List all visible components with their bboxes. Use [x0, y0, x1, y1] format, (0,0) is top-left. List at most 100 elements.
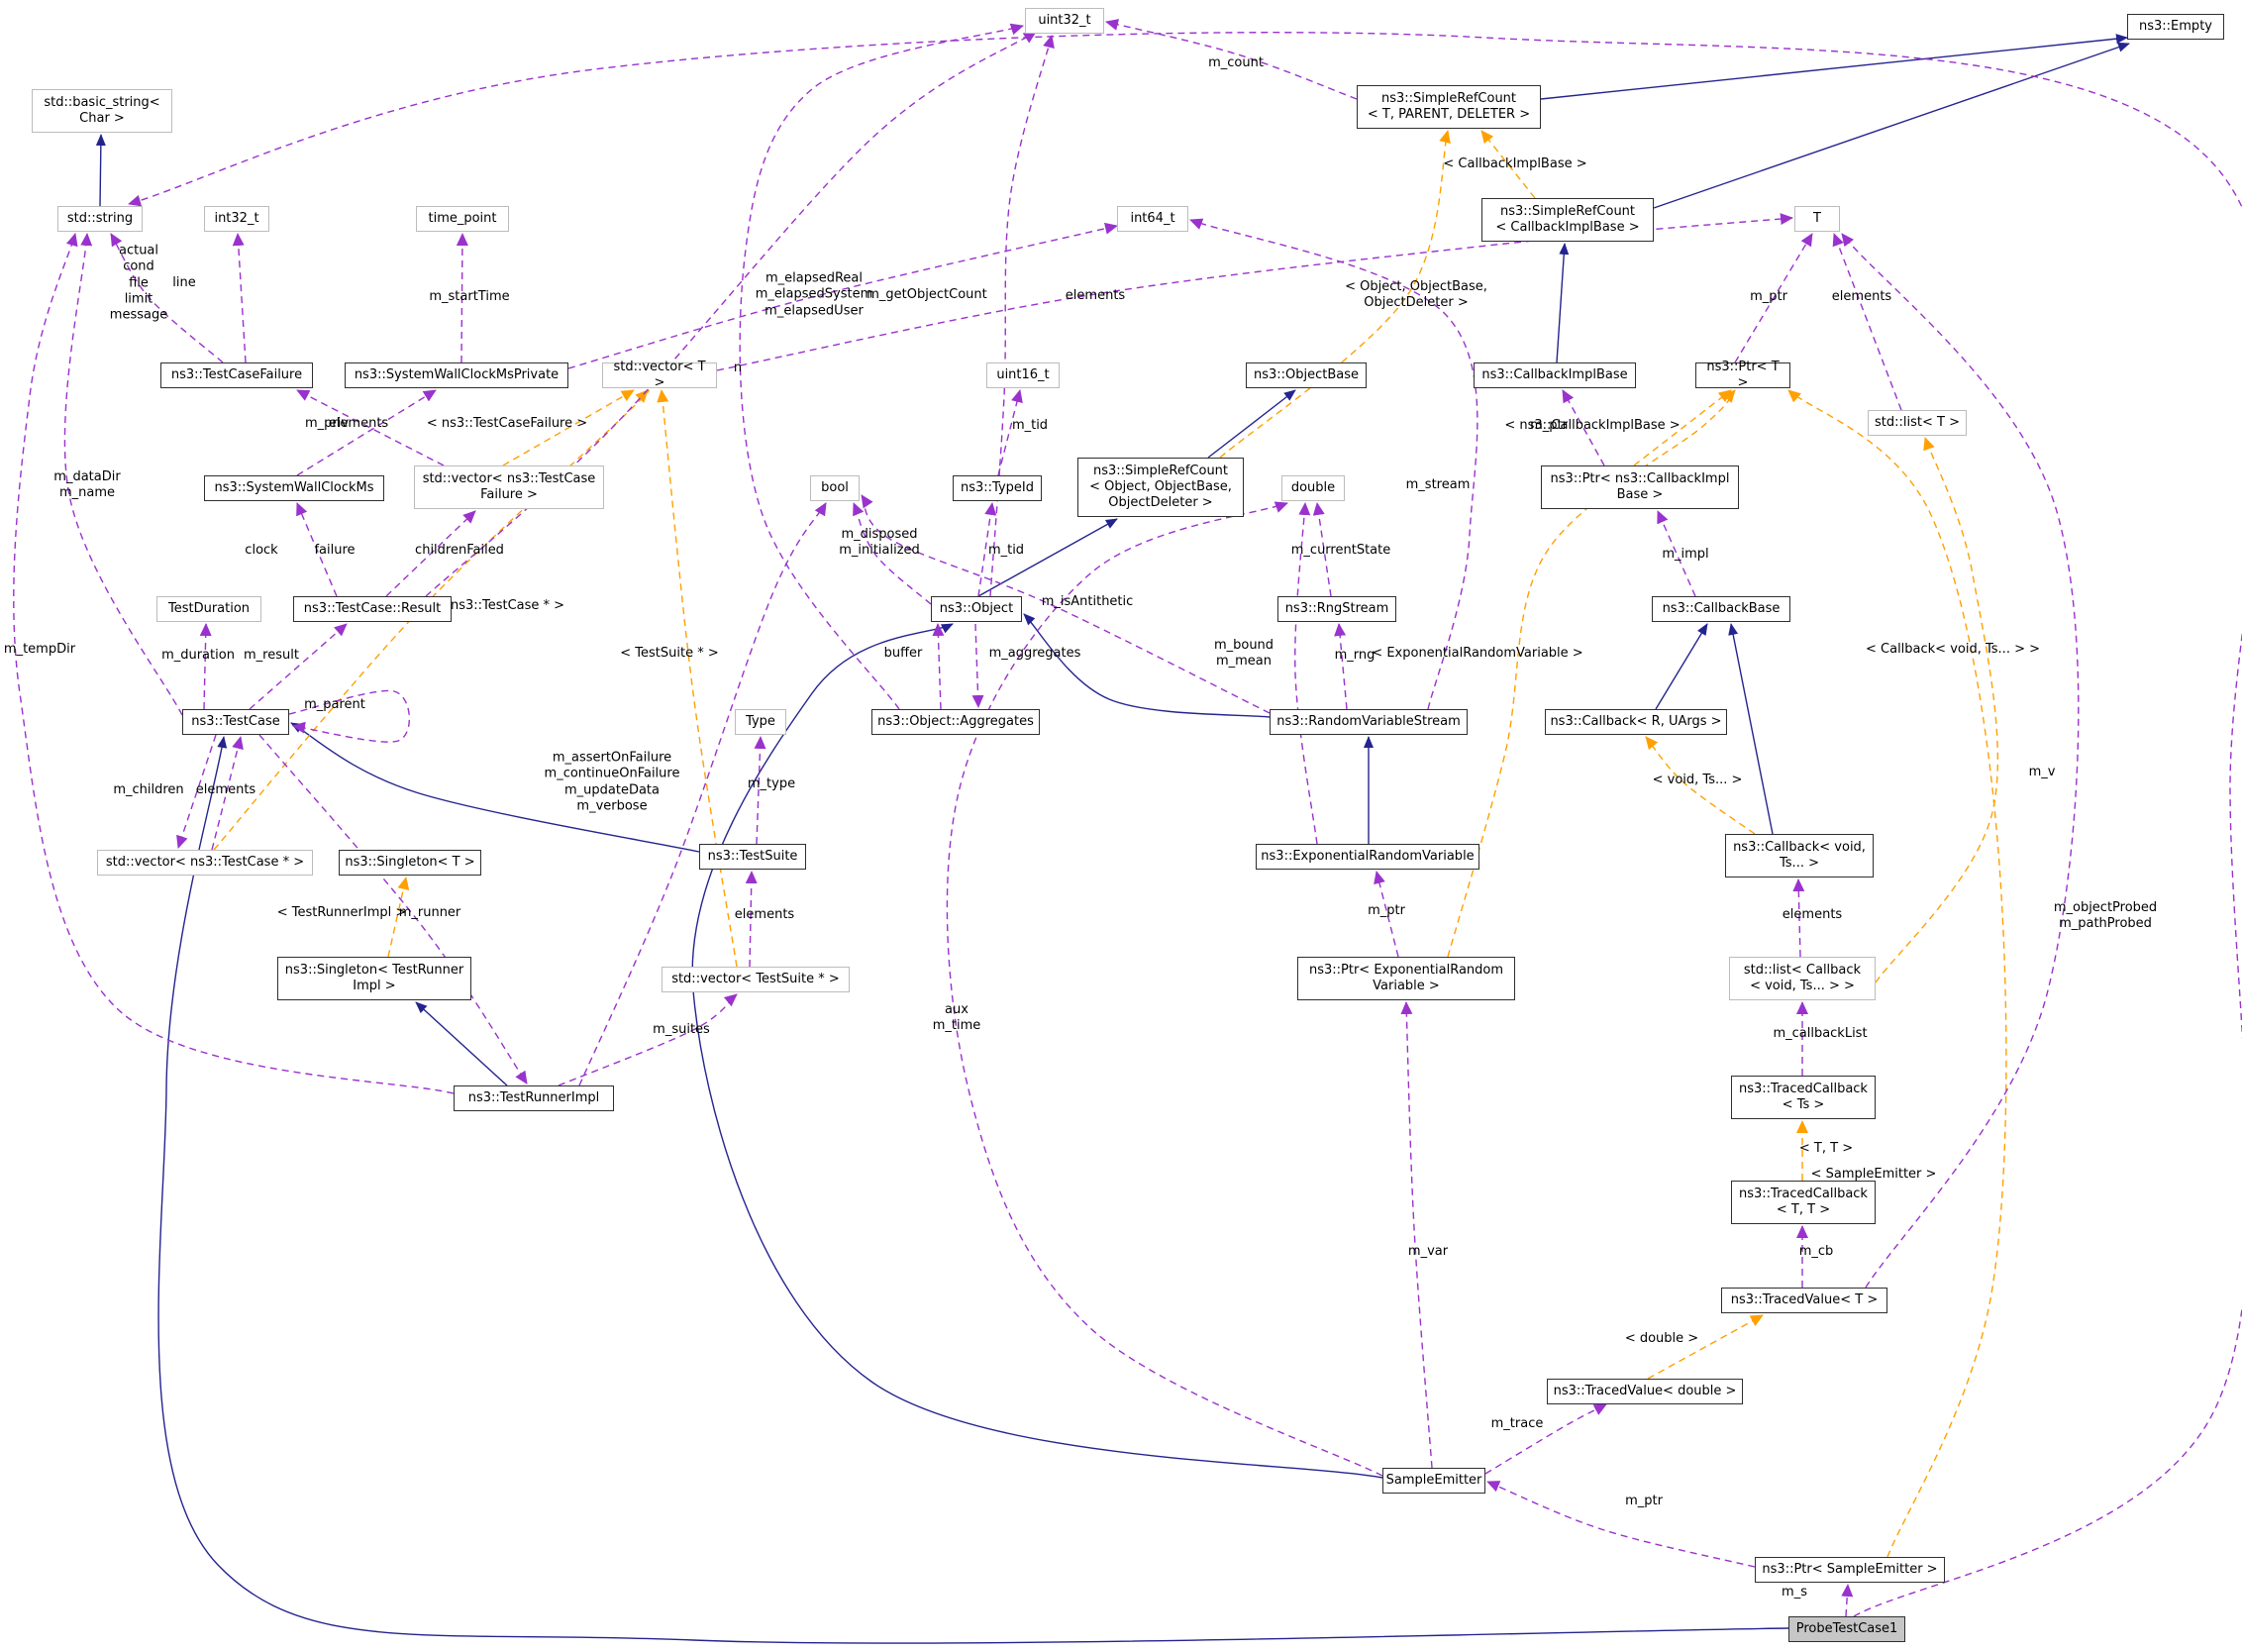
edge-ptr_erv-to-ptrT: [1447, 389, 1736, 958]
edge-cb_ruargs-to-cbbase: [1655, 623, 1708, 710]
edge-rvs-to-bool: [861, 494, 1271, 714]
class-node-objbase[interactable]: ns3::ObjectBase: [1246, 362, 1367, 388]
class-node-tv_t[interactable]: ns3::TracedValue< T >: [1721, 1288, 1887, 1313]
class-node-basicstring[interactable]: std::basic_string< Char >: [32, 89, 172, 133]
edge-aggregates-to-uint32: [739, 23, 1024, 710]
edge-src_tpd-to-empty: [1540, 34, 2128, 100]
class-node-timepoint[interactable]: time_point: [416, 206, 509, 232]
edge-testcase-to-string: [63, 233, 183, 716]
class-node-ptr_se[interactable]: ns3::Ptr< SampleEmitter >: [1755, 1557, 1945, 1583]
edge-src_ood-to-src_tpd: [1219, 130, 1451, 459]
edge-rvs-to-rngstream: [1334, 623, 1348, 710]
class-node-string[interactable]: std::string: [57, 206, 143, 232]
class-node-type[interactable]: Type: [735, 709, 786, 735]
class-node-rvs[interactable]: ns3::RandomVariableStream: [1270, 709, 1468, 735]
edge-src_cib-to-empty: [1653, 42, 2130, 209]
edge-erv-to-double: [1294, 502, 1318, 845]
class-node-object[interactable]: ns3::Object: [931, 596, 1022, 622]
edge-object-to-aggregates: [971, 623, 984, 708]
edge-ptr_cib-to-ptrT: [1633, 389, 1732, 466]
class-node-testsuite[interactable]: ns3::TestSuite: [699, 844, 806, 870]
class-node-vec_ts[interactable]: std::vector< TestSuite * >: [662, 967, 850, 992]
class-node-swcm[interactable]: ns3::SystemWallClockMs: [204, 475, 384, 501]
edge-result-to-swcm: [296, 502, 338, 597]
class-node-tcf[interactable]: ns3::TestCaseFailure: [160, 362, 313, 388]
class-node-sing_tri[interactable]: ns3::Singleton< TestRunner Impl >: [277, 957, 471, 1000]
class-node-ptc[interactable]: ProbeTestCase1: [1788, 1616, 1905, 1642]
class-node-double[interactable]: double: [1281, 475, 1345, 501]
class-node-vecT[interactable]: std::vector< T >: [602, 360, 717, 390]
edge-testcase-to-tri: [258, 734, 528, 1084]
class-node-src_tpd[interactable]: ns3::SimpleRefCount < T, PARENT, DELETER…: [1357, 85, 1541, 129]
class-node-swcmp[interactable]: ns3::SystemWallClockMsPrivate: [345, 362, 568, 388]
edge-tri-to-vec_ts: [558, 993, 738, 1086]
class-node-vec_tcf[interactable]: std::vector< ns3::TestCase Failure >: [414, 465, 604, 509]
class-node-empty[interactable]: ns3::Empty: [2127, 14, 2224, 40]
edge-object-to-bool: [853, 502, 932, 605]
edge-tri-to-bool: [578, 502, 827, 1086]
class-node-T[interactable]: T: [1794, 206, 1840, 232]
edge-swcmp-to-timepoint: [456, 233, 468, 363]
edge-string-to-basicstring: [95, 134, 106, 207]
edge-src_ood-to-objbase: [1207, 389, 1296, 459]
edge-ptc-to-testcase: [157, 736, 1789, 1644]
class-node-cbbase[interactable]: ns3::CallbackBase: [1652, 596, 1790, 622]
class-node-tri[interactable]: ns3::TestRunnerImpl: [454, 1085, 614, 1111]
edge-src_cib-to-src_tpd: [1480, 130, 1536, 199]
edge-vec_tcf-to-vecT: [502, 389, 635, 466]
class-node-typeid[interactable]: ns3::TypeId: [953, 475, 1042, 501]
class-node-src_ood[interactable]: ns3::SimpleRefCount < Object, ObjectBase…: [1077, 458, 1244, 517]
edge-se-to-ptr_erv: [1400, 1001, 1433, 1469]
edge-list_cb-to-listT: [1875, 437, 1999, 983]
class-node-bool[interactable]: bool: [810, 475, 860, 501]
class-node-rngstream[interactable]: ns3::RngStream: [1277, 596, 1396, 622]
edge-rvs-to-int64: [1189, 218, 1478, 710]
edge-testcase-to-result: [249, 623, 348, 710]
edge-listT-to-T: [1832, 233, 1902, 411]
edge-testcase-to-vec_tcp: [176, 734, 217, 849]
class-node-list_cb[interactable]: std::list< Callback < void, Ts... > >: [1729, 957, 1876, 1000]
edge-cib-to-src_cib: [1556, 243, 1570, 363]
class-node-tc_tt[interactable]: ns3::TracedCallback < T, T >: [1731, 1181, 1876, 1224]
class-node-uint32[interactable]: uint32_t: [1025, 8, 1104, 34]
class-node-tv_d[interactable]: ns3::TracedValue< double >: [1547, 1379, 1743, 1404]
class-node-result[interactable]: ns3::TestCase::Result: [293, 596, 452, 622]
class-node-listT[interactable]: std::list< T >: [1868, 410, 1967, 436]
class-node-src_cib[interactable]: ns3::SimpleRefCount < CallbackImplBase >: [1481, 198, 1654, 242]
class-node-ptr_erv[interactable]: ns3::Ptr< ExponentialRandom Variable >: [1297, 957, 1515, 1000]
edge-vec_tcf-to-tcf: [296, 389, 445, 466]
edge-list_cb-to-cb_void: [1792, 878, 1805, 958]
edge-testcase-to-testdur: [199, 623, 212, 710]
edge-vec_ts-to-vecT: [657, 389, 738, 968]
edge-tcf-to-int32: [232, 233, 247, 363]
edge-rngstream-to-double: [1312, 502, 1332, 597]
class-node-int64[interactable]: int64_t: [1117, 206, 1188, 232]
class-node-vec_tcp[interactable]: std::vector< ns3::TestCase * >: [97, 850, 313, 876]
class-node-testcase[interactable]: ns3::TestCase: [182, 709, 289, 735]
edge-ptc-to-ptr_se: [1841, 1584, 1854, 1617]
edge-ptr_cib-to-cib: [1562, 389, 1605, 466]
class-node-cb_ruargs[interactable]: ns3::Callback< R, UArgs >: [1545, 709, 1727, 735]
class-node-erv[interactable]: ns3::ExponentialRandomVariable: [1256, 844, 1479, 870]
class-node-ptr_cib[interactable]: ns3::Ptr< ns3::CallbackImpl Base >: [1541, 465, 1739, 509]
class-node-ptrT[interactable]: ns3::Ptr< T >: [1695, 360, 1790, 390]
edge-swcm-to-swcmp: [296, 389, 437, 476]
class-node-cib[interactable]: ns3::CallbackImplBase: [1474, 362, 1636, 388]
edge-result-to-uint32: [425, 31, 1037, 597]
edge-tri-to-sing_tri: [415, 1001, 508, 1086]
edge-tri-to-string: [13, 233, 455, 1094]
class-node-se[interactable]: SampleEmitter: [1382, 1468, 1485, 1494]
edge-tv_t-to-T: [1841, 233, 2080, 1289]
class-node-int32[interactable]: int32_t: [204, 206, 269, 232]
class-node-tc_ts[interactable]: ns3::TracedCallback < Ts >: [1731, 1076, 1876, 1119]
edge-rvs-to-object: [1023, 613, 1271, 718]
edge-testcase-to-testcase: [288, 689, 411, 743]
class-node-uint16[interactable]: uint16_t: [986, 362, 1060, 388]
edge-testsuite-to-type: [754, 736, 766, 845]
class-node-testdur[interactable]: TestDuration: [156, 596, 261, 622]
class-node-aggregates[interactable]: ns3::Object::Aggregates: [871, 709, 1040, 735]
edge-tcf-to-string: [110, 233, 224, 363]
class-node-singT[interactable]: ns3::Singleton< T >: [339, 850, 481, 876]
class-node-cb_void[interactable]: ns3::Callback< void, Ts... >: [1725, 834, 1874, 878]
